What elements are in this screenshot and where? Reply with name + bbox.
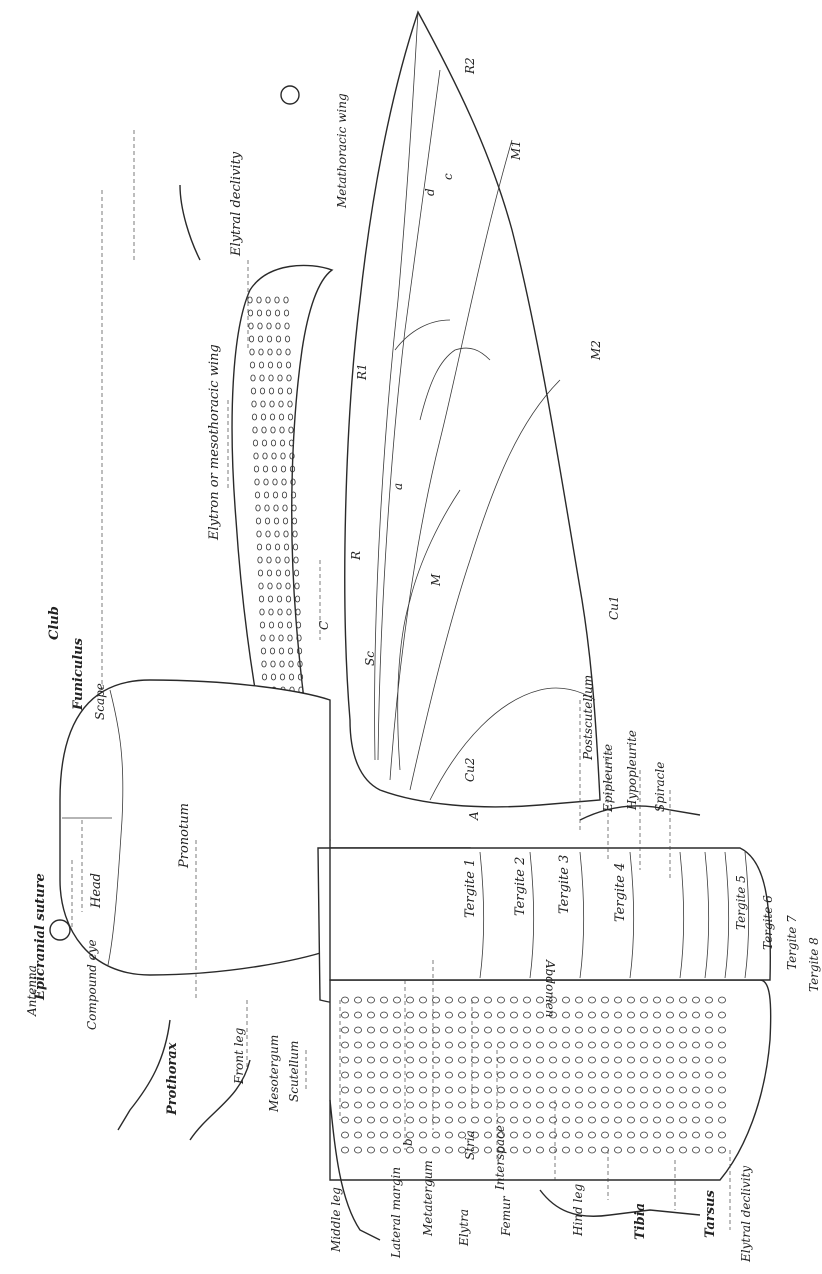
elytron-pit (294, 570, 298, 576)
label-tergite-5: Tergite 5 (734, 875, 748, 930)
label-tergite-7: Tergite 7 (785, 915, 799, 970)
elytron-pit (292, 518, 296, 524)
elytron-pit (293, 544, 297, 550)
elytron-pit (296, 609, 300, 615)
label-compound-eye: Compound eye (85, 939, 99, 1030)
label-tarsus: Tarsus (703, 1190, 718, 1238)
label-femur: Femur (499, 1195, 513, 1237)
label-elytron-wing: Elytron or mesothoracic wing (207, 344, 222, 541)
label-tergite-2: Tergite 2 (513, 857, 528, 916)
elytron-pit (294, 557, 298, 563)
label-vein-sc: Sc (363, 651, 377, 666)
label-tergite-6: Tergite 6 (761, 895, 775, 950)
label-vein-c: C (317, 621, 331, 630)
label-postscutellum: Postscutellum (581, 675, 595, 761)
label-mark-d: d (423, 188, 437, 196)
label-prothorax: Prothorax (165, 1042, 180, 1116)
metathoracic-wing (345, 12, 600, 807)
label-tergite-3: Tergite 3 (557, 855, 572, 914)
label-abdomen: Abdomen (543, 959, 557, 1017)
label-vein-r: R (349, 551, 363, 561)
label-vein-a: A (467, 811, 481, 821)
label-head: Head (89, 873, 104, 909)
label-spiracle: Spiracle (653, 762, 667, 812)
label-stria: Stria (463, 1130, 477, 1160)
label-interspace: Interspace (493, 1125, 507, 1191)
label-funiculus: Funiculus (71, 637, 86, 711)
head-pronotum (60, 680, 330, 975)
label-lateral-margin: Lateral margin (389, 1167, 403, 1259)
elytron-pit (293, 531, 297, 537)
label-vein-r1: R1 (355, 363, 369, 381)
label-front-leg: Front leg (232, 1027, 246, 1085)
label-tergite-4: Tergite 4 (613, 863, 628, 922)
label-b: b (401, 1138, 415, 1146)
label-vein-cu2: Cu2 (463, 757, 477, 782)
label-hypopleurite: Hypopleurite (625, 730, 639, 811)
label-mark-a: a (391, 483, 405, 490)
elytron-pit (295, 596, 299, 602)
label-vein-m2: M2 (589, 340, 603, 361)
label-vein-m: M (429, 573, 443, 587)
label-elytral-declivity-bottom: Elytral declivity (739, 1166, 753, 1263)
elytron-pit (295, 583, 299, 589)
label-vein-m1: M1 (509, 140, 523, 161)
label-pronotum: Pronotum (177, 803, 192, 869)
label-vein-cu1: Cu1 (607, 595, 621, 620)
label-scape: Scape (93, 683, 107, 720)
label-scutellum: Scutellum (287, 1041, 301, 1102)
label-tibia: Tibia (633, 1203, 648, 1240)
label-tergite-1: Tergite 1 (463, 859, 478, 918)
label-elytral-declivity-top: Elytral declivity (229, 151, 244, 257)
label-epipleurite: Epipleurite (601, 744, 615, 813)
label-metatergum: Metatergum (421, 1160, 435, 1237)
label-mesotergum: Mesotergum (267, 1035, 281, 1113)
label-mark-c: c (441, 173, 455, 180)
label-club: Club (47, 606, 62, 640)
label-elytra: Elytra (457, 1209, 471, 1247)
label-antenna: Antenna (25, 965, 39, 1017)
label-tergite-8: Tergite 8 (807, 937, 821, 992)
label-metathoracic-wing: Metathoracic wing (335, 93, 349, 209)
label-vein-r2: R2 (463, 57, 477, 75)
label-middle-leg: Middle leg (329, 1187, 343, 1253)
elytron-pit (292, 505, 296, 511)
label-hind-leg: Hind leg (571, 1184, 585, 1237)
